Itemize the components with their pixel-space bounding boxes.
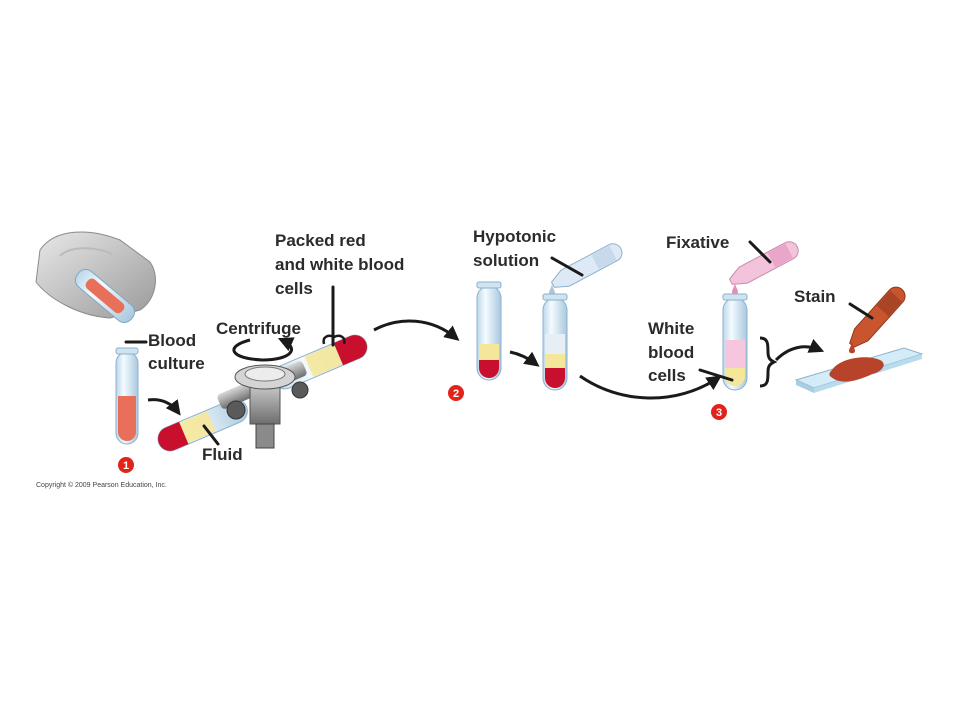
rotation-arrow-icon [232, 337, 295, 362]
fixative-drop [732, 281, 738, 295]
hypotonic-tube [542, 293, 568, 391]
step-1-badge: 1 [118, 457, 134, 473]
copyright-text: Copyright © 2009 Pearson Education, Inc. [36, 481, 167, 489]
white-cells-leader [698, 368, 734, 382]
arrow-to-step-3 [579, 374, 722, 400]
fixative-label: Fixative [666, 233, 729, 252]
blood-culture-label: Blood culture [148, 331, 205, 373]
hypotonic-bottle [550, 243, 623, 288]
svg-text:2: 2 [453, 388, 459, 400]
hypotonic-label: Hypotonic solution [473, 227, 561, 270]
pouring-tube [74, 269, 136, 323]
arrow-to-step-2 [373, 319, 460, 341]
step-3-badge: 3 [711, 404, 727, 420]
hypotonic-leader [550, 256, 584, 277]
stain-smear [829, 357, 884, 382]
stain-leader [848, 302, 874, 320]
arrow-to-slide [774, 338, 825, 362]
fixative-leader [748, 240, 772, 264]
stain-label: Stain [794, 287, 836, 306]
centrifuge [157, 334, 368, 452]
arrow-to-centrifuge [147, 398, 181, 416]
fluid-leader [202, 424, 220, 446]
packed-cells-label: Packed red and white blood cells [275, 231, 409, 298]
arrow-to-hypotonic-tube [509, 350, 540, 367]
separated-tube [476, 281, 502, 381]
white-cells-label: White blood cells [648, 319, 699, 385]
hypotonic-drop [549, 282, 555, 296]
fixed-tube [722, 293, 748, 391]
step-2-badge: 2 [448, 385, 464, 401]
fixative-bottle [728, 241, 799, 285]
svg-text:3: 3 [716, 407, 722, 419]
tube-brace [759, 336, 778, 388]
blood-culture-tube [115, 347, 139, 445]
packed-cells-bracket [322, 334, 346, 345]
stain-bottle [849, 286, 906, 348]
centrifuge-label: Centrifuge [216, 319, 301, 338]
svg-text:1: 1 [123, 460, 129, 472]
fluid-label: Fluid [202, 445, 243, 464]
stain-drop [849, 340, 855, 354]
